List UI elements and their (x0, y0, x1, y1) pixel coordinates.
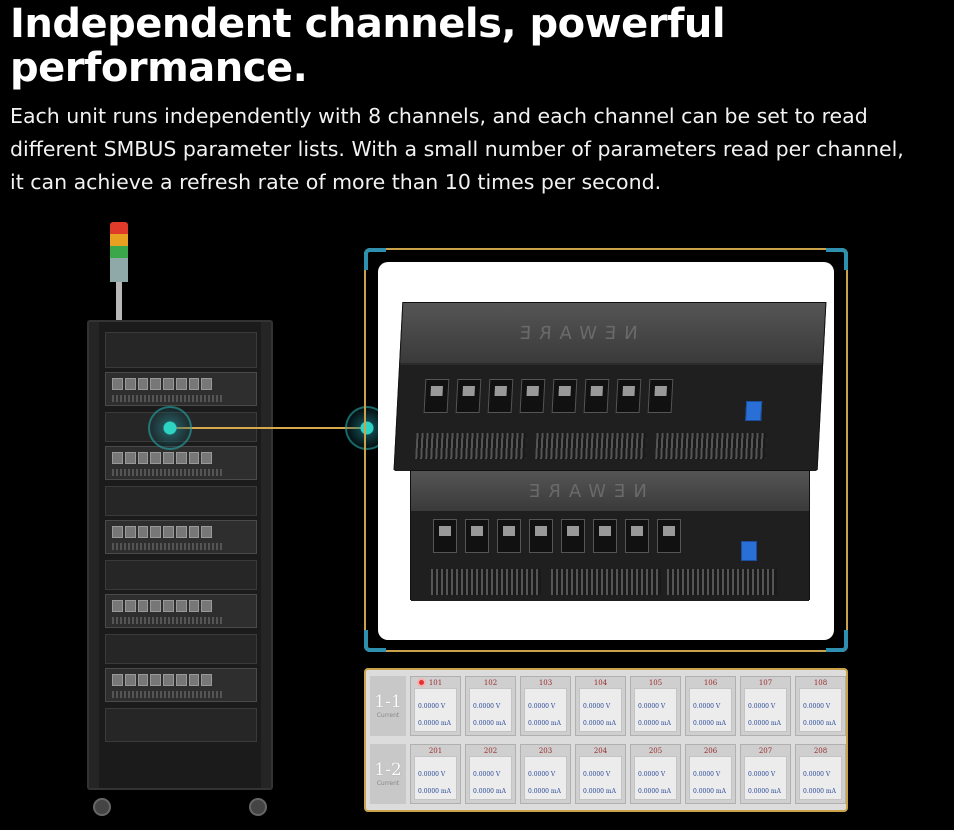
row-label: 1-1 Current (370, 676, 406, 736)
device-logo: NEWARE (511, 323, 639, 344)
battery-tester-rack (87, 320, 273, 816)
caster-wheel-icon (93, 798, 111, 816)
connector-line (170, 427, 366, 429)
tower-light-icon (110, 222, 128, 322)
page-description: Each unit runs independently with 8 chan… (10, 100, 940, 199)
product-image-frame: NEWARE NEWARE (364, 248, 848, 652)
rack-spacer (105, 634, 257, 664)
headline-line-1: Independent channels, powerful (10, 1, 726, 47)
headline-line-2: performance. (10, 45, 308, 91)
rack-unit (105, 594, 257, 628)
usb-port-icon (745, 401, 763, 421)
alert-gear-icon (417, 678, 426, 687)
rack-unit (105, 520, 257, 554)
caster-wheel-icon (249, 798, 267, 816)
connector-node-icon (148, 406, 192, 450)
row-label: 1-2 Current (370, 744, 406, 804)
description-line-1: Each unit runs independently with 8 chan… (10, 104, 868, 128)
description-line-2: different SMBUS parameter lists. With a … (10, 137, 904, 161)
device-logo: NEWARE (521, 481, 647, 502)
tester-unit-lower: NEWARE (410, 470, 810, 601)
rack-unit (105, 372, 257, 406)
description-line-3: it can achieve a refresh rate of more th… (10, 170, 662, 194)
rack-top-panel (105, 332, 257, 368)
page-headline: Independent channels, powerful performan… (10, 2, 940, 90)
product-photo: NEWARE NEWARE (378, 262, 834, 640)
rack-spacer (105, 486, 257, 516)
rack-unit (105, 668, 257, 702)
usb-port-icon (741, 541, 757, 561)
rack-spacer (105, 560, 257, 590)
rack-bottom-panel (105, 708, 257, 742)
tester-unit-upper: NEWARE (393, 302, 827, 471)
rack-unit (105, 446, 257, 480)
